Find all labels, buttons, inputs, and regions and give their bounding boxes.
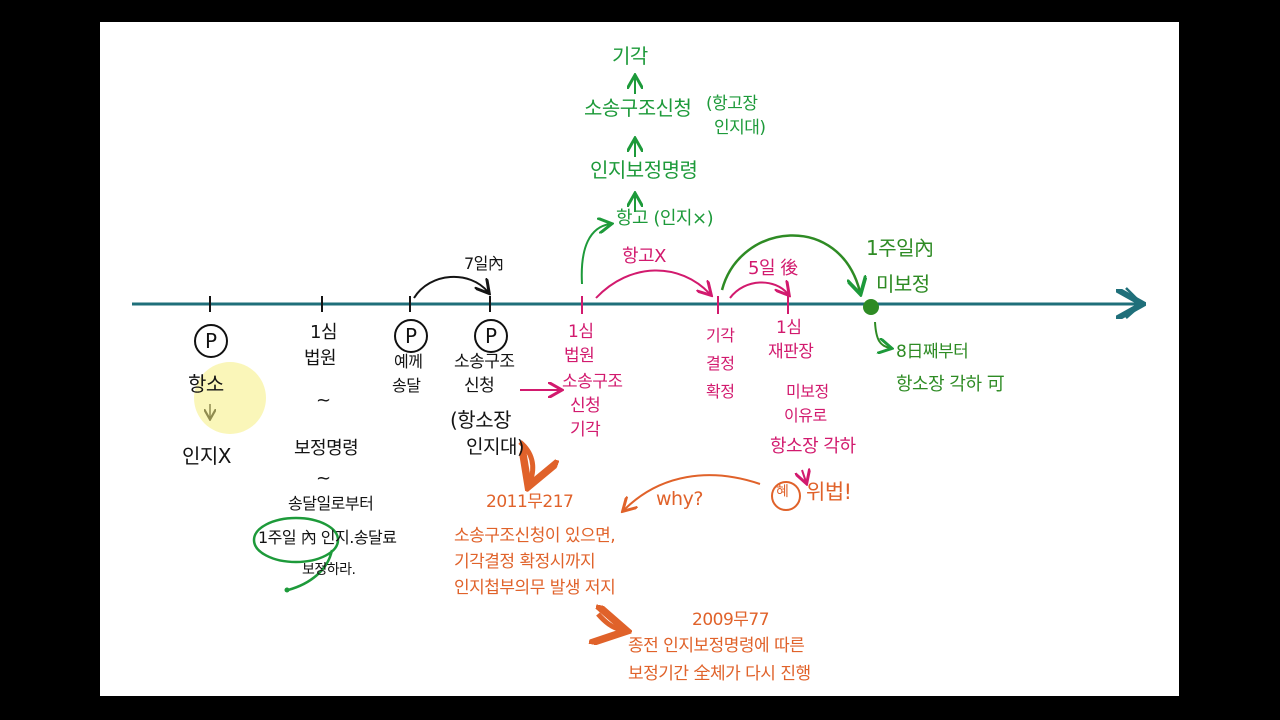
p-marker-3: P: [474, 319, 508, 353]
col1-no-stamp: 인지X: [182, 444, 232, 468]
col2-first-instance: 1심: [310, 322, 338, 343]
col4-stamp-fee: 인지대): [466, 436, 524, 458]
case-2009-line2: 보정기간 全체가 다시 진행: [628, 664, 811, 684]
col5-dismissal: 기각: [570, 420, 601, 440]
case-2011-line1: 소송구조신청이 있으면,: [454, 526, 616, 546]
right-dismiss-possible: 항소장 각하 可: [896, 374, 1005, 395]
case-2011-line3: 인지첩부의무 발생 저지: [454, 578, 616, 598]
col3-deemed: 예께: [394, 352, 423, 371]
col5-first-instance: 1심: [568, 322, 594, 342]
col6-final: 확정: [706, 382, 735, 401]
label-why: why?: [656, 488, 703, 510]
col7-first-instance: 1심: [776, 318, 802, 338]
p-marker-2: P: [394, 319, 428, 353]
case-2009-line1: 종전 인지보정명령에 따른: [628, 636, 805, 656]
col2-within-week: 1주일 內 인지.송달료: [258, 528, 397, 547]
col3-delivery: 송달: [392, 376, 421, 395]
col2-correct: 보정하라.: [302, 562, 356, 578]
col2-court: 법원: [304, 348, 337, 369]
chain-appeal: 항고 (인지×): [616, 208, 714, 229]
diagram-lines: [132, 22, 1179, 696]
col7-presiding-judge: 재판장: [768, 342, 814, 362]
col2-tilde-1: ~: [316, 390, 331, 411]
label-illegal-mark: 혜: [776, 484, 789, 500]
label-no-appeal: 항고X: [622, 246, 666, 267]
col5-request: 신청: [570, 396, 601, 416]
case-2009: 2009무77: [692, 610, 770, 630]
right-from-day8: 8日째부터: [896, 342, 969, 362]
chain-note-1: (항고장: [706, 94, 758, 114]
col6-decision: 결정: [706, 354, 735, 373]
col7-appeal-dismissed: 항소장 각하: [770, 436, 856, 457]
case-2011-line2: 기각결정 확정시까지: [454, 552, 596, 572]
col4-legal-aid: 소송구조: [454, 352, 515, 372]
col2-from-delivery: 송달일로부터: [288, 494, 374, 513]
col4-appeal-doc: (항소장: [450, 408, 512, 432]
chain-note-2: 인지대): [714, 118, 766, 138]
col4-request: 신청: [464, 376, 495, 396]
right-within-week: 1주일內: [866, 236, 934, 260]
col2-correction-order: 보정명령: [294, 438, 359, 459]
col6-dismissal: 기각: [706, 326, 735, 345]
case-2011: 2011무217: [486, 492, 574, 512]
chain-stamp-order: 인지보정명령: [590, 158, 698, 182]
chain-dismissal: 기각: [612, 44, 648, 68]
col2-tilde-2: ~: [316, 468, 331, 489]
label-five-days: 5일 後: [748, 258, 798, 279]
col7-not-corrected: 미보정: [786, 382, 829, 401]
col1-appeal: 항소: [188, 372, 224, 396]
chain-legal-aid-request: 소송구조신청: [584, 96, 692, 120]
right-not-corrected: 미보정: [876, 272, 930, 296]
col7-reason: 이유로: [784, 406, 827, 425]
label-illegal: 위법!: [806, 480, 852, 504]
col5-legal-aid: 소송구조: [562, 372, 623, 392]
label-seven-days: 7일內: [464, 254, 504, 273]
p-marker-1: P: [194, 324, 228, 358]
col5-court: 법원: [564, 346, 595, 366]
whiteboard: 기각 소송구조신청 (항고장 인지대) 인지보정명령 항고 (인지×) 7일內 …: [100, 22, 1179, 696]
